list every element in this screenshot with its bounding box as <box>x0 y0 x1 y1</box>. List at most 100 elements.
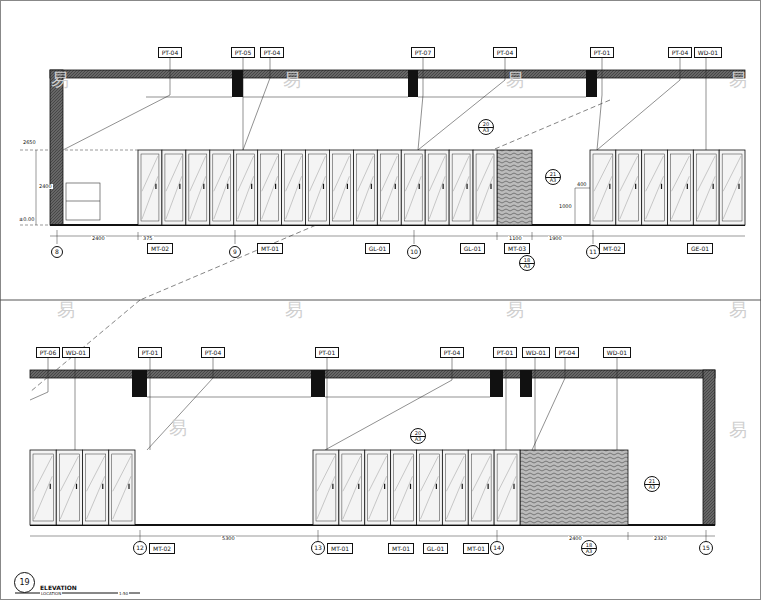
grid-bubble: 15 <box>699 541 713 555</box>
door-panel-line <box>34 456 52 491</box>
door-panel-line <box>719 150 745 225</box>
door-panel-line <box>262 176 278 219</box>
door-panel-line <box>186 150 210 225</box>
door-panel-line <box>190 156 206 191</box>
material-tag: MT-01 <box>257 243 283 254</box>
door-panel-line <box>421 476 439 519</box>
door-panel-line <box>476 154 494 221</box>
door-panel-line <box>488 484 489 489</box>
door-panel-line <box>316 454 336 521</box>
door-panel-line <box>332 484 333 489</box>
door-panel-line <box>142 176 158 219</box>
grid-bubble: 9 <box>229 246 241 258</box>
door-panel-line <box>258 150 282 225</box>
node-text: PT-04 <box>497 50 514 56</box>
node-text: PT-01 <box>142 350 159 356</box>
node-text: WD-01 <box>526 350 546 356</box>
door-panel-line <box>155 184 156 189</box>
door-panel-line <box>405 156 421 191</box>
door-panel-line <box>498 456 516 491</box>
door-panel-line <box>436 484 437 489</box>
node-text: PT-04 <box>205 350 222 356</box>
grid-bubble: 10 <box>407 245 421 259</box>
door-panel-line <box>661 184 662 189</box>
node-text: MT-02 <box>603 246 621 252</box>
door-panel-line <box>646 176 664 219</box>
door-panel-line <box>317 456 335 491</box>
node-text: PT-05 <box>235 50 252 56</box>
door-panel-line <box>513 484 514 489</box>
door-panel-line <box>609 184 610 189</box>
material-tag: MT-02 <box>599 243 625 254</box>
door-panel-line <box>645 154 665 221</box>
door-panel-line <box>693 150 719 225</box>
material-tag: PT-01 <box>493 347 517 358</box>
dimension-label: 1100 <box>508 236 523 241</box>
door-panel-line <box>333 156 349 191</box>
node-text: PT-04 <box>162 50 179 56</box>
door-panel-line <box>405 176 421 219</box>
door-panel-line <box>490 184 491 189</box>
material-tag: GE-01 <box>687 243 713 254</box>
door-panel-line <box>404 154 422 221</box>
door-panel-line <box>446 456 464 491</box>
node-text: A3 <box>524 264 531 269</box>
door-panel-line <box>672 156 690 191</box>
door-panel-line <box>306 150 330 225</box>
node-text: MT-02 <box>151 246 169 252</box>
door-panel-line <box>473 150 497 225</box>
node-text: WD-01 <box>698 50 718 56</box>
door-panel-line <box>310 176 326 219</box>
section-callout: 18A3 <box>581 540 597 556</box>
node-text: PT-04 <box>264 50 281 56</box>
door-panel-line <box>33 454 53 521</box>
node-text: MT-01 <box>331 546 349 552</box>
door-panel-line <box>369 476 387 519</box>
door-panel-line <box>353 150 377 225</box>
drawing-title: ELEVATION <box>40 585 77 591</box>
watermark: 易 <box>728 421 748 439</box>
door-panel-line <box>381 156 397 191</box>
dimension-label: 2400 <box>38 184 53 189</box>
door-panel-line <box>494 450 520 525</box>
door-panel-line <box>466 184 467 189</box>
dimension-label: LOCATION <box>40 592 62 596</box>
door-panel-line <box>310 156 326 191</box>
node-text: PT-07 <box>415 50 432 56</box>
material-tag: PT-07 <box>411 47 435 58</box>
door-panel-line <box>365 450 391 525</box>
door-panel-line <box>384 484 385 489</box>
node-text: MT-01 <box>392 546 410 552</box>
door-panel-line <box>377 150 401 225</box>
door-panel-line <box>357 156 373 191</box>
door-panel-line <box>356 154 374 221</box>
dimension-label: 5300 <box>221 536 236 541</box>
door-panel-line <box>429 156 445 191</box>
door-panel-line <box>357 176 373 219</box>
grid-bubble: 14 <box>490 541 504 555</box>
watermark: 易 <box>505 71 525 89</box>
door-panel-line <box>313 450 339 525</box>
door-panel-line <box>594 156 612 191</box>
door-panel-line <box>445 454 465 521</box>
door-panel-line <box>723 156 741 191</box>
door-panel-line <box>238 176 254 219</box>
door-panel-line <box>687 184 688 189</box>
section-callout: 21A3 <box>545 169 561 185</box>
node-text: A3 <box>415 437 422 442</box>
door-panel-line <box>381 176 397 219</box>
node-text: MT-03 <box>508 246 526 252</box>
door-panel-line <box>419 184 420 189</box>
dimension-label: 2320 <box>653 536 668 541</box>
material-tag: PT-01 <box>138 347 162 358</box>
material-tag: GL-01 <box>460 243 485 254</box>
door-panel-line <box>179 184 180 189</box>
door-panel-line <box>616 150 642 225</box>
dimension-label: 2400 <box>91 236 106 241</box>
door-panel-line <box>214 176 230 219</box>
dimension-label: 2400 <box>568 536 583 541</box>
door-panel-line <box>394 454 414 521</box>
door-panel-line <box>113 456 131 491</box>
material-tag: PT-04 <box>555 347 579 358</box>
door-panel-line <box>86 454 106 521</box>
